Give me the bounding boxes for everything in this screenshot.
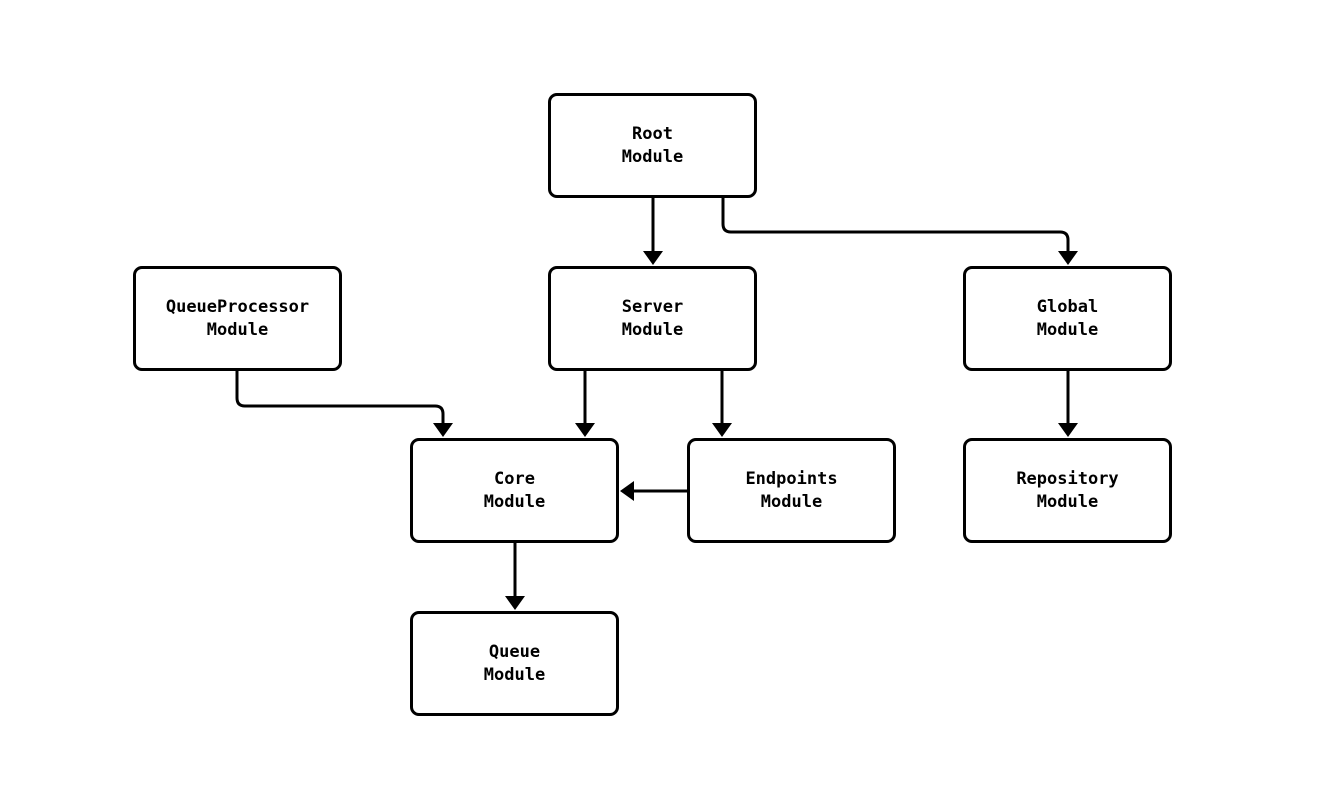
node-repository-module: Repository Module <box>963 438 1172 543</box>
node-server-module: Server Module <box>548 266 757 371</box>
edge-server-to-core <box>575 371 595 437</box>
node-root-module: Root Module <box>548 93 757 198</box>
edge-root-to-global <box>721 198 1078 265</box>
edge-root-to-server <box>643 198 663 265</box>
arrowhead-down-icon <box>575 423 595 437</box>
arrowhead-down-icon <box>1058 251 1078 265</box>
edge-core-to-queue <box>505 543 525 610</box>
edge-global-to-repository <box>1058 371 1078 437</box>
node-queue-module: Queue Module <box>410 611 619 716</box>
edge-server-to-endpoints <box>712 371 732 437</box>
node-queueprocessor-module: QueueProcessor Module <box>133 266 342 371</box>
arrowhead-down-icon <box>505 596 525 610</box>
edge-endpoints-to-core <box>620 481 687 501</box>
arrowhead-down-icon <box>712 423 732 437</box>
edge-queueprocessor-to-core <box>235 371 453 437</box>
arrowhead-left-icon <box>620 481 634 501</box>
node-core-module: Core Module <box>410 438 619 543</box>
arrowhead-down-icon <box>433 423 453 437</box>
node-endpoints-module: Endpoints Module <box>687 438 896 543</box>
node-global-module: Global Module <box>963 266 1172 371</box>
arrowhead-down-icon <box>1058 423 1078 437</box>
arrowhead-down-icon <box>643 251 663 265</box>
